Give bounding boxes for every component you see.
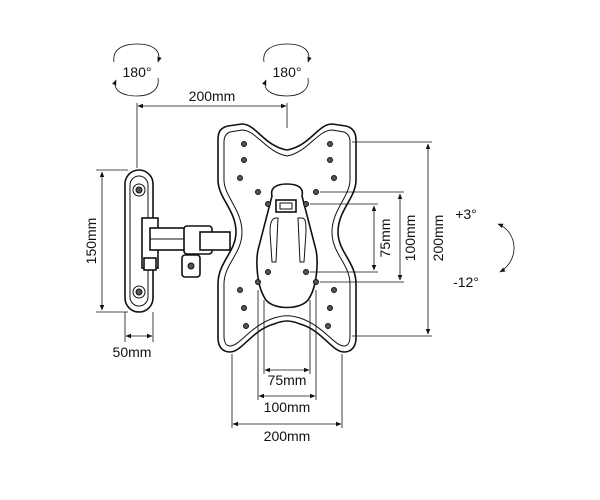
rotation-label-right: 180° bbox=[273, 64, 302, 80]
vesa-vertical-200-dimension: 200mm bbox=[352, 141, 446, 337]
vesa-vertical-75-dimension: 75mm bbox=[310, 203, 393, 273]
vesa-horizontal-75-dimension: 75mm bbox=[263, 300, 311, 388]
tilt-up-label: +3° bbox=[455, 206, 477, 222]
vesa-horizontal-200-label: 200mm bbox=[264, 428, 311, 444]
wall-plate bbox=[124, 169, 154, 313]
arm-span-dimension: 200mm bbox=[136, 88, 288, 168]
swivel-arm bbox=[141, 217, 231, 278]
wall-plate-height-dimension: 150mm bbox=[83, 169, 128, 313]
tilt-indicator: +3° -12° bbox=[453, 206, 515, 290]
vesa-vertical-200-label: 200mm bbox=[430, 215, 446, 262]
tilt-down-label: -12° bbox=[453, 274, 479, 290]
vesa-vertical-100-dimension: 100mm bbox=[320, 191, 418, 283]
vesa-horizontal-100-label: 100mm bbox=[264, 399, 311, 415]
wall-plate-width-dimension: 50mm bbox=[113, 312, 154, 360]
vesa-vertical-100-label: 100mm bbox=[402, 215, 418, 262]
vesa-horizontal-200-dimension: 200mm bbox=[231, 354, 343, 444]
wall-plate-height-label: 150mm bbox=[83, 218, 99, 265]
wall-plate-width-label: 50mm bbox=[113, 344, 152, 360]
vesa-horizontal-100-dimension: 100mm bbox=[257, 290, 317, 415]
vesa-bracket-plate bbox=[217, 123, 357, 353]
vesa-vertical-75-label: 75mm bbox=[377, 219, 393, 258]
rotation-indicator-right: 180° bbox=[262, 43, 312, 97]
rotation-label-left: 180° bbox=[123, 64, 152, 80]
rotation-indicator-left: 180° bbox=[112, 43, 162, 97]
vesa-horizontal-75-label: 75mm bbox=[268, 372, 307, 388]
arm-span-label: 200mm bbox=[189, 88, 236, 104]
